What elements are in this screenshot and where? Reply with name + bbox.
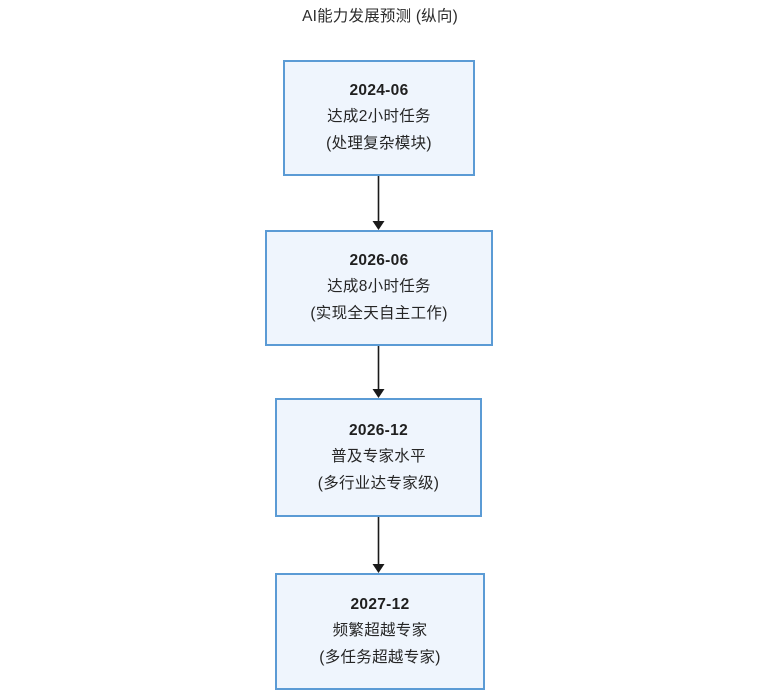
flow-node-headline: 达成8小时任务 <box>327 278 431 295</box>
flow-node-date: 2026-06 <box>349 252 409 269</box>
flow-node-2026-06[interactable]: 2026-06 达成8小时任务 (实现全天自主工作) <box>265 230 493 346</box>
flow-node-date: 2026-12 <box>349 421 408 439</box>
flow-node-date: 2024-06 <box>349 82 409 99</box>
flow-node-2027-12[interactable]: 2027-12 频繁超越专家 (多任务超越专家) <box>275 573 485 690</box>
arrow-node2-to-node3 <box>372 517 385 573</box>
flow-node-headline: 频繁超越专家 <box>332 621 428 639</box>
flow-node-detail: (实现全天自主工作) <box>310 305 448 322</box>
page-title: AI能力发展预测 (纵向) <box>302 8 458 25</box>
flow-node-2026-12[interactable]: 2026-12 普及专家水平 (多行业达专家级) <box>275 398 482 517</box>
arrow-node0-to-node1 <box>372 176 385 230</box>
flow-node-2024-06[interactable]: 2024-06 达成2小时任务 (处理复杂模块) <box>283 60 475 176</box>
arrow-node1-to-node2 <box>372 346 385 398</box>
flow-node-detail: (多任务超越专家) <box>319 648 441 666</box>
flow-node-headline: 达成2小时任务 <box>327 108 431 125</box>
flow-node-date: 2027-12 <box>350 595 410 613</box>
flow-node-detail: (处理复杂模块) <box>326 135 432 152</box>
flow-node-headline: 普及专家水平 <box>331 447 426 465</box>
flow-node-detail: (多行业达专家级) <box>317 474 440 492</box>
